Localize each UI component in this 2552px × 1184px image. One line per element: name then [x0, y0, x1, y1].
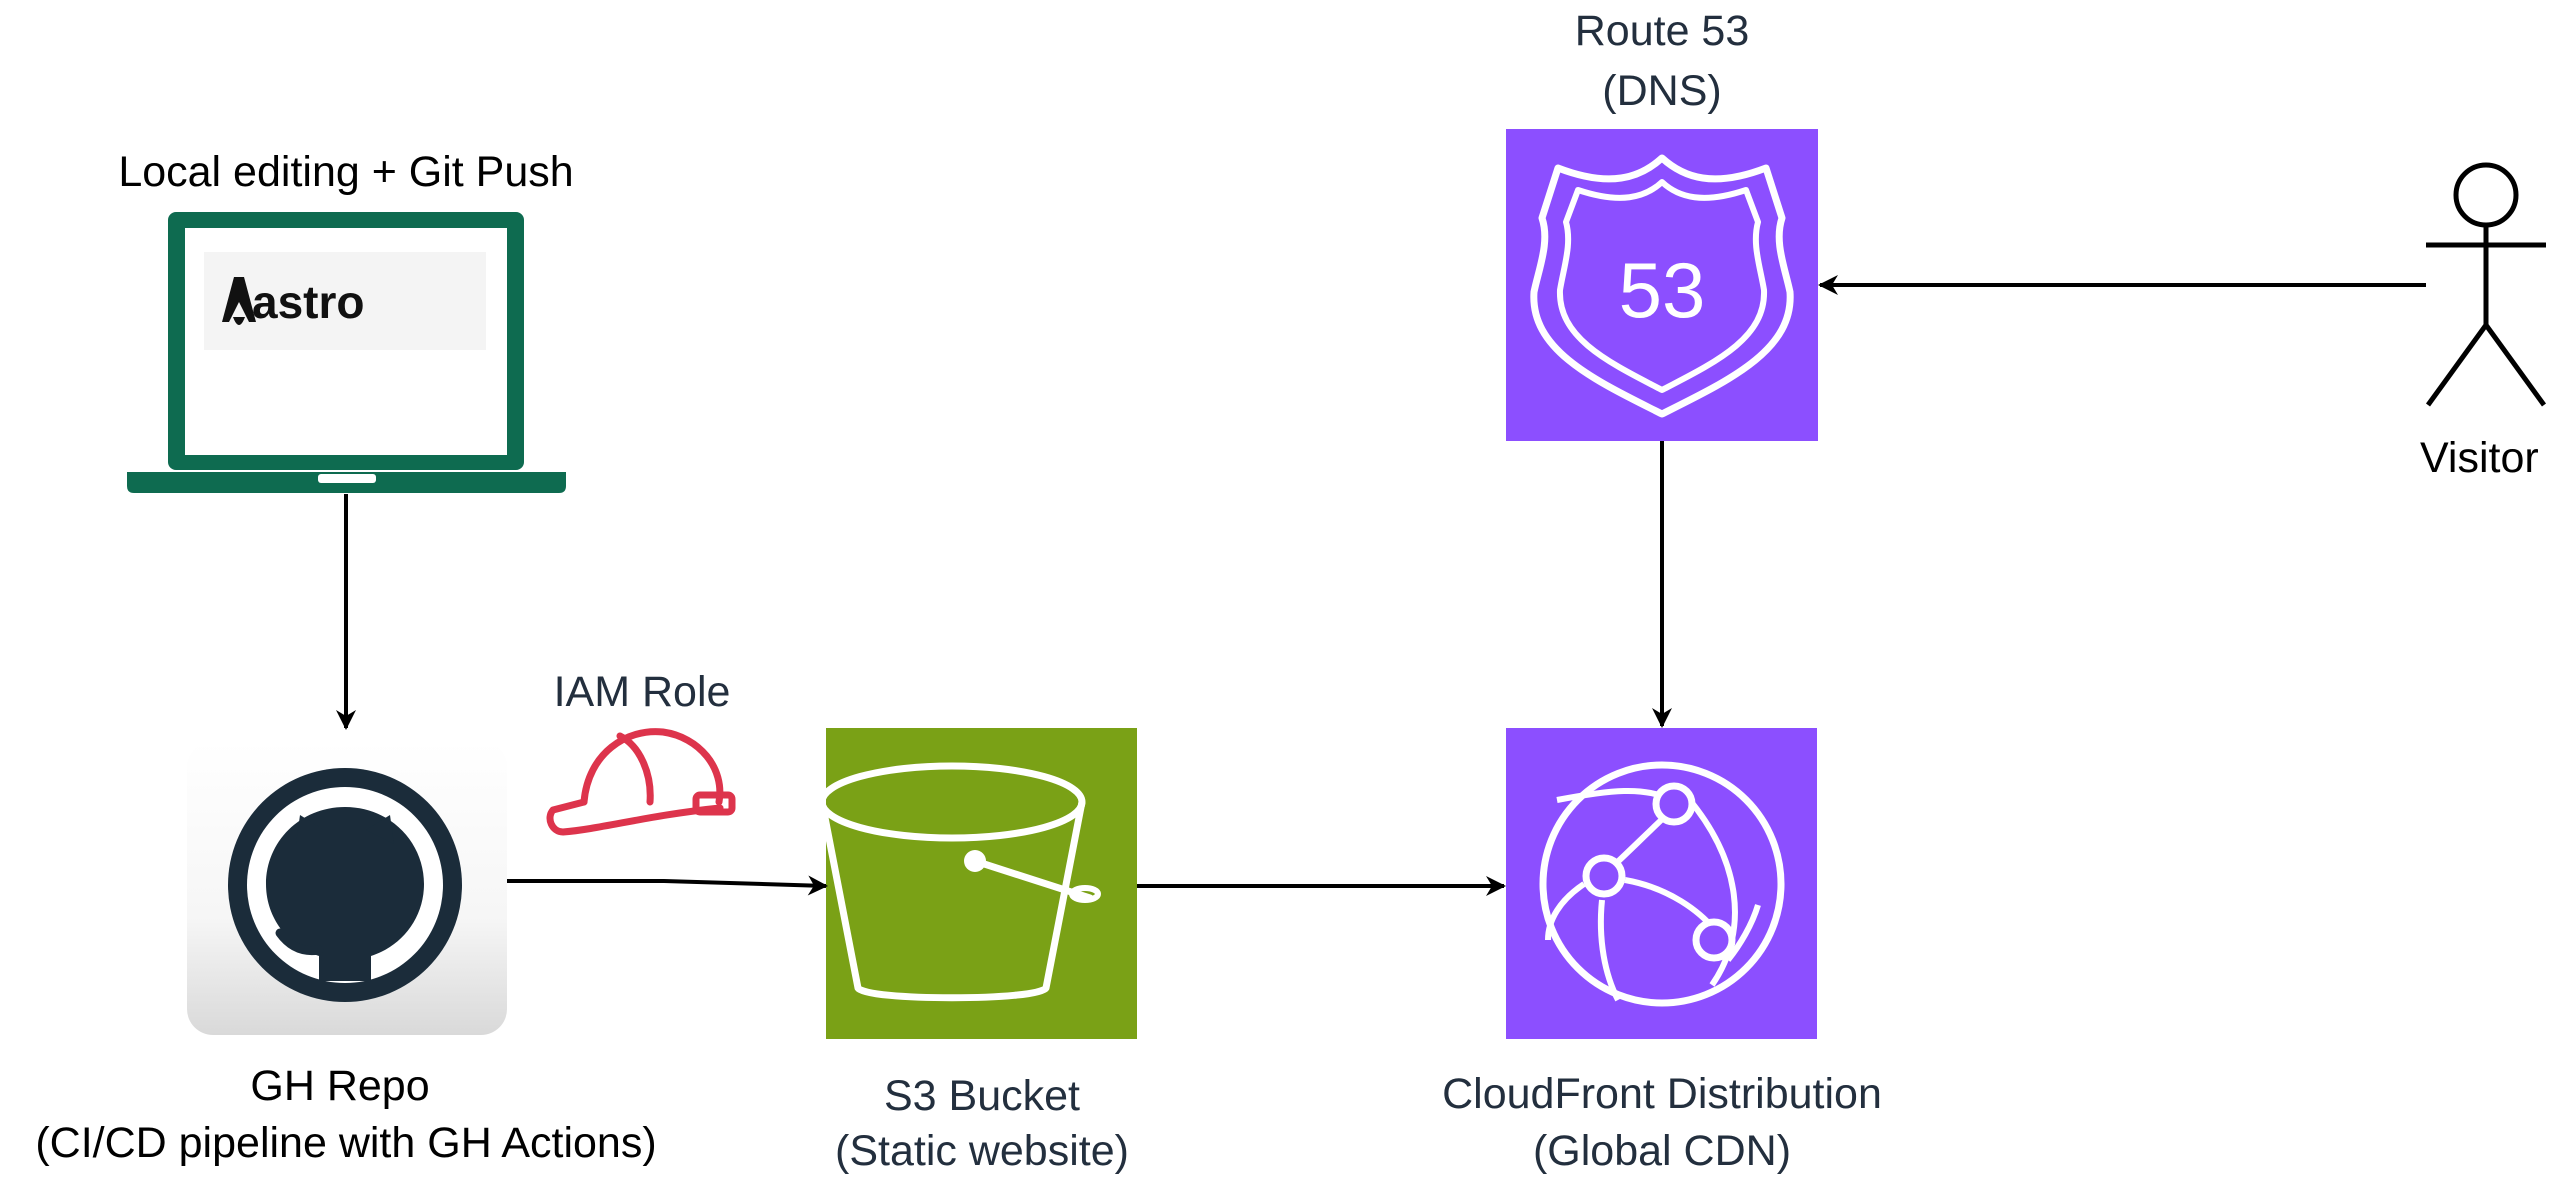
s3-label-line2: (Static website): [835, 1127, 1129, 1175]
astro-logo-text: astro: [252, 276, 364, 328]
iam-role-helmet-icon: [546, 728, 736, 836]
route53-label-line1: Route 53: [1575, 7, 1750, 55]
s3-label-line1: S3 Bucket: [884, 1072, 1080, 1120]
laptop-label: Local editing + Git Push: [118, 148, 573, 196]
cloudfront-label-line2: (Global CDN): [1533, 1127, 1791, 1175]
astro-logo: astro: [204, 252, 486, 350]
visitor-stick-figure-icon: [2425, 162, 2547, 407]
github-icon: [187, 741, 507, 1035]
github-label-line1: GH Repo: [250, 1062, 429, 1110]
cloudfront-icon: [1506, 728, 1817, 1039]
cloudfront-label-line1: CloudFront Distribution: [1442, 1070, 1882, 1118]
github-label-line2: (CI/CD pipeline with GH Actions): [35, 1119, 656, 1167]
connectors: [336, 275, 2426, 896]
visitor-label: Visitor: [2420, 434, 2539, 482]
iam-role-label: IAM Role: [554, 668, 731, 716]
arrow-github-to-s3: [507, 875, 828, 896]
s3-bucket-icon: [818, 728, 1137, 1039]
route53-shield-icon: 53: [1506, 129, 1818, 441]
route53-badge-number: 53: [1619, 246, 1706, 334]
route53-label-line2: (DNS): [1602, 67, 1721, 115]
